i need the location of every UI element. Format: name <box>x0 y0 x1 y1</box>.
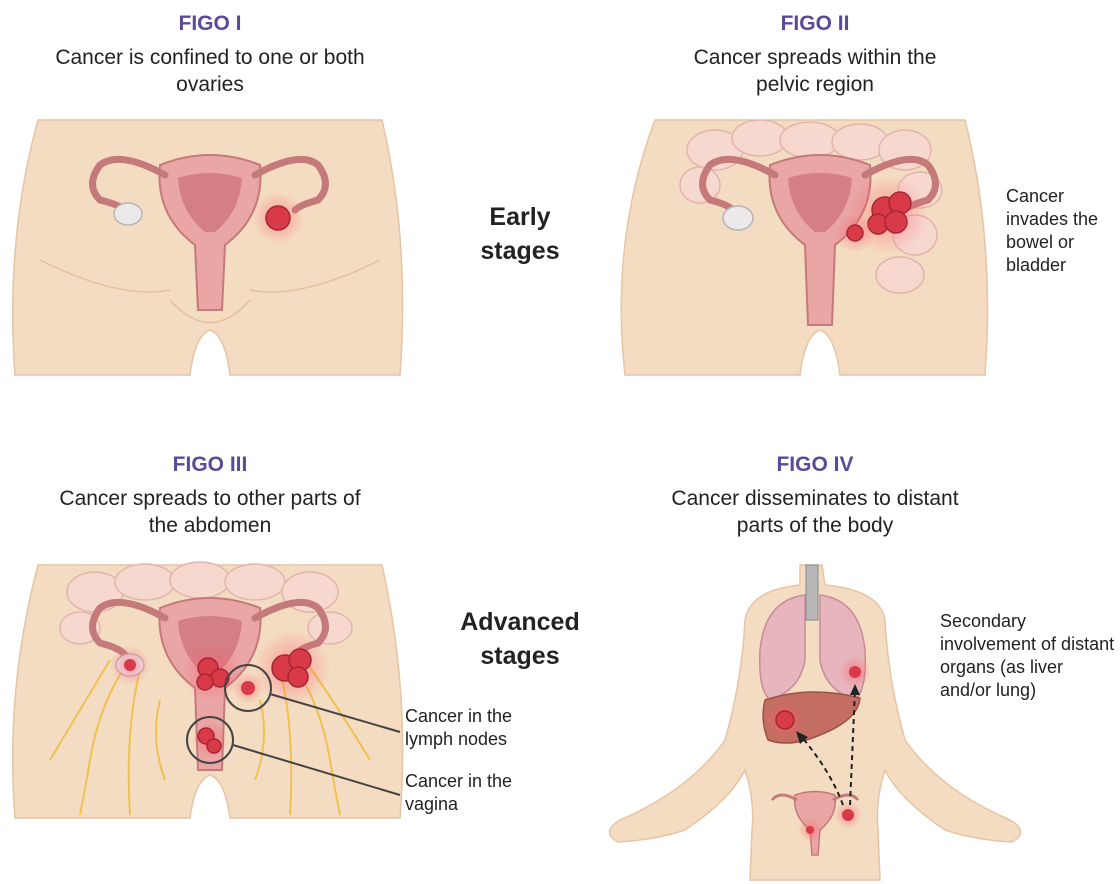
figo-1-ovary-tumor <box>266 206 290 230</box>
figo-4-ovary-tumor <box>842 809 854 821</box>
figo-2-pelvic-tumor <box>847 225 863 241</box>
figo-2-ovary-healthy <box>723 206 753 230</box>
figo-2-pelvis-illustration <box>621 120 987 375</box>
figo-4-liver-tumor <box>776 711 794 729</box>
figo-4-body-illustration <box>609 565 1020 880</box>
figo-3-lymph-node-tumor <box>241 681 255 695</box>
figo-1-ovary-healthy <box>114 203 142 225</box>
figo-3-pelvis-illustration <box>13 562 403 818</box>
figo-1-pelvis-illustration <box>13 120 403 375</box>
figo-4-lung-tumor <box>849 666 861 678</box>
figo-4-trachea <box>806 565 818 620</box>
